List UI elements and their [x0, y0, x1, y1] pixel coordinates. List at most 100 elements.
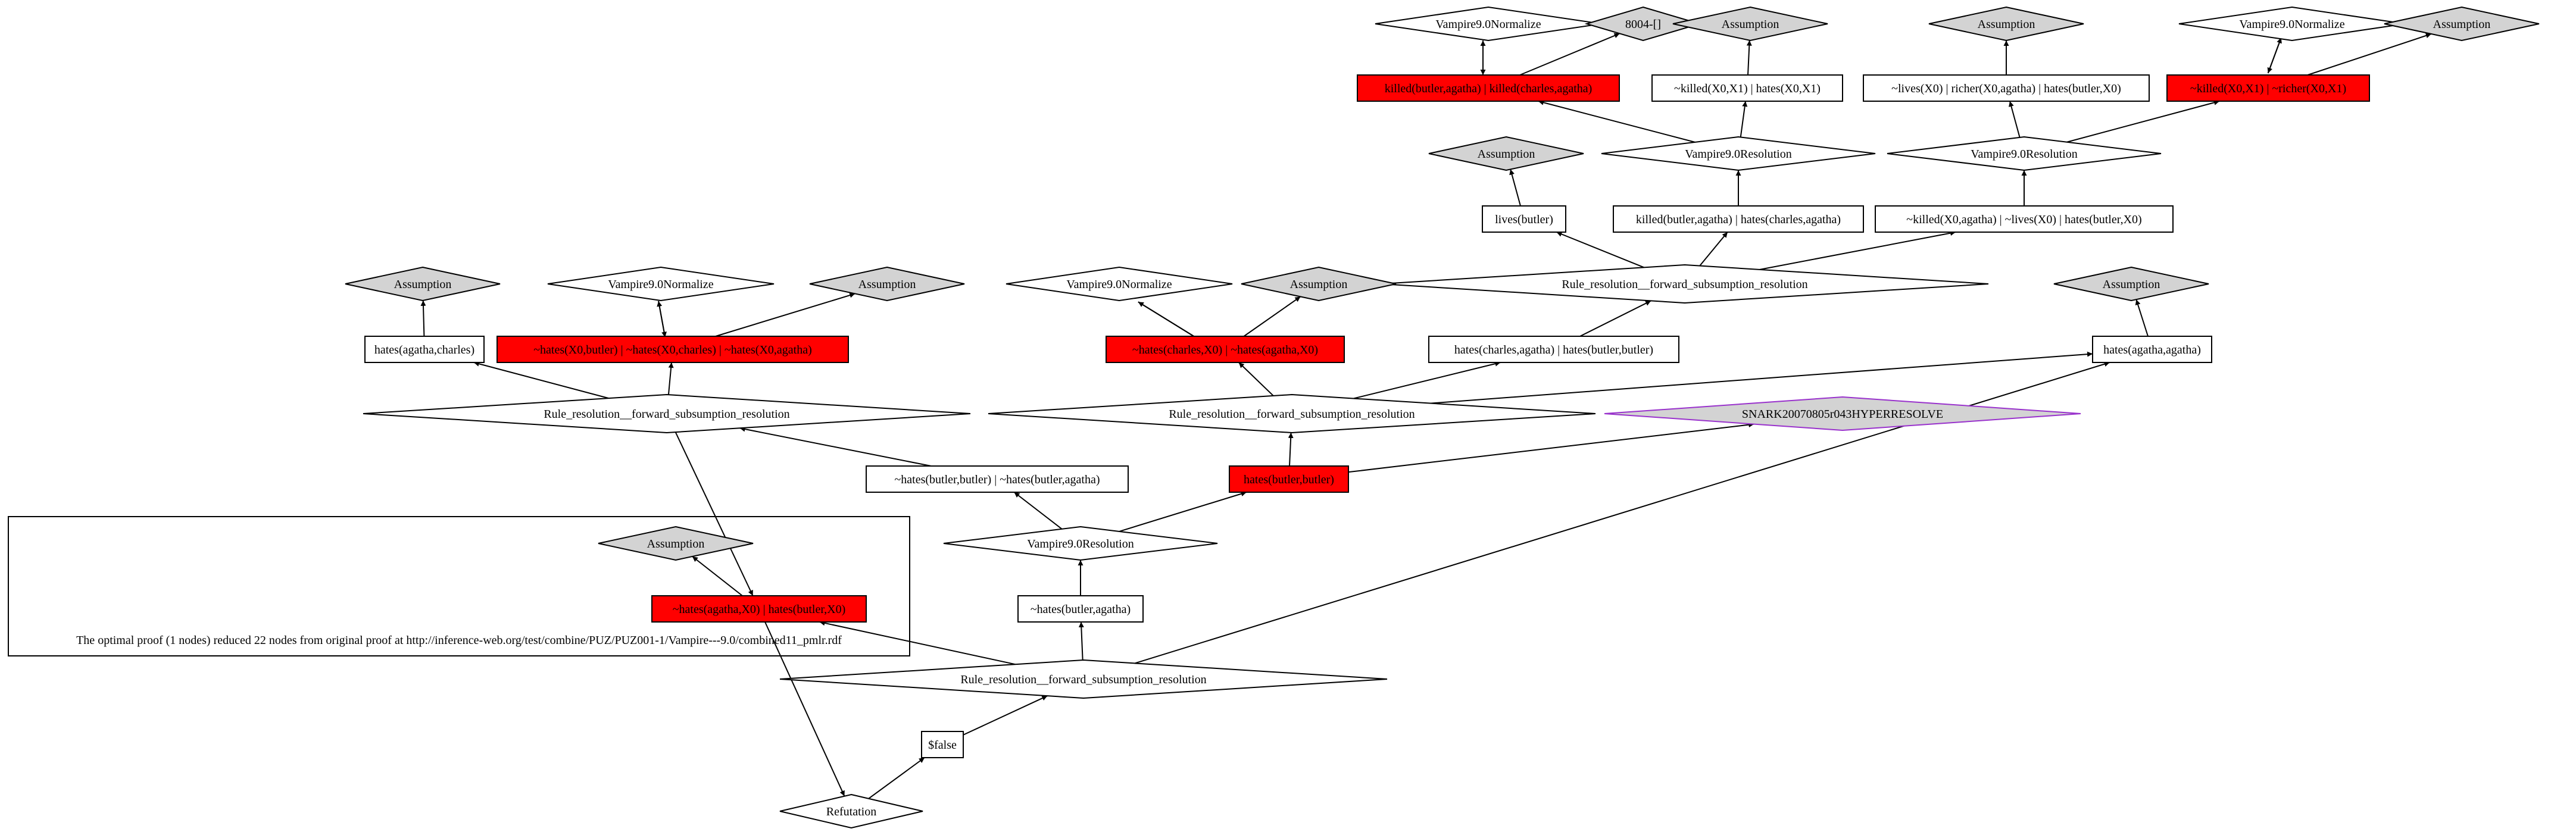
- node-label: 8004-[]: [1625, 18, 1661, 31]
- node-diamond: [1006, 266, 1233, 302]
- node-label: ~hates(agatha,X0) | hates(butler,X0): [673, 603, 846, 616]
- edge-line: [739, 426, 932, 467]
- edge-line: [1288, 432, 1294, 467]
- edge-line: [1759, 230, 1956, 270]
- node-diamond: [1381, 264, 1989, 304]
- node-norm-top1: Vampire9.0Normalize: [1375, 6, 1602, 42]
- edge-rule-top-to-killed-hates: [1699, 232, 1728, 267]
- edge-rule-l-to-hates-x0-butler: [667, 362, 674, 395]
- node-diamond: [779, 793, 923, 829]
- node-diamond: [1887, 136, 2162, 171]
- edge-line: [1746, 40, 1752, 76]
- node-notkilled-hates: ~killed(X0,X1) | hates(X0,X1): [1651, 74, 1843, 102]
- node-assump-l1: Assumption: [345, 266, 501, 302]
- node-rule-top: Rule_resolution__forward_subsumption_res…: [1381, 264, 1989, 304]
- node-label: hates(butler,butler): [1244, 473, 1334, 486]
- edge-line: [1138, 301, 1202, 342]
- node-res3: Vampire9.0Resolution: [943, 526, 1218, 561]
- node-box: [1357, 74, 1620, 102]
- node-label: Rule_resolution__forward_subsumption_res…: [1169, 408, 1415, 421]
- node-diamond: [2384, 6, 2540, 42]
- node-box: [921, 731, 964, 758]
- edge-line: [819, 620, 1016, 665]
- node-diamond: [988, 393, 1596, 434]
- node-box: [1428, 336, 1679, 363]
- edge-line: [1579, 300, 1651, 337]
- node-snark: SNARK20070805r043HYPERRESOLVE: [1604, 396, 2081, 431]
- node-diamond: [547, 266, 775, 302]
- node-box: [497, 336, 849, 363]
- edge-rule-l-to-not-agatha-x0: [675, 431, 754, 596]
- node-label: Assumption: [2433, 18, 2491, 31]
- edge-not-agatha-x0-to-refutation: [764, 621, 845, 797]
- node-diamond: [363, 393, 971, 434]
- edge-line: [2307, 33, 2432, 76]
- edge-line: [1538, 99, 1696, 143]
- node-label: Vampire9.0Resolution: [1027, 537, 1134, 551]
- node-label: ~hates(charles,X0) | ~hates(agatha,X0): [1132, 343, 1318, 357]
- edge-line: [2135, 299, 2149, 337]
- edge-line: [420, 300, 426, 337]
- node-label: Vampire9.0Resolution: [1685, 148, 1791, 161]
- edge-line: [1243, 296, 1301, 337]
- node-rule-l: Rule_resolution__forward_subsumption_res…: [363, 393, 971, 434]
- edge-hates-charles-x0-to-assump-m2: [1243, 296, 1301, 337]
- node-diamond: [345, 266, 501, 302]
- node-label: ~killed(X0,X1) | ~richer(X0,X1): [2190, 82, 2346, 95]
- node-label: Vampire9.0Normalize: [1435, 18, 1541, 31]
- edge-line: [658, 301, 667, 337]
- edge-false-to-rule-bottom: [963, 695, 1048, 736]
- node-label: Assumption: [1478, 148, 1535, 161]
- node-label: Vampire9.0Normalize: [1066, 278, 1172, 291]
- node-label: Rule_resolution__forward_subsumption_res…: [960, 673, 1206, 686]
- edge-line: [2066, 99, 2220, 143]
- node-label: hates(agatha,charles): [374, 343, 474, 357]
- edge-hates-agatha-charles-to-assump-l1: [420, 300, 426, 337]
- node-killed-killed: killed(butler,agatha) | killed(charles,a…: [1357, 74, 1620, 102]
- node-not-ba: ~hates(butler,agatha): [1017, 595, 1144, 623]
- node-box: [651, 595, 867, 623]
- edge-hates-x0-butler-to-assump-l2: [715, 292, 855, 337]
- node-label: Vampire9.0Resolution: [1971, 148, 2077, 161]
- node-box: [1482, 205, 1566, 233]
- edge-line: [1238, 362, 1274, 396]
- edge-line: [1509, 169, 1521, 207]
- node-label: Assumption: [647, 537, 705, 551]
- node-label: killed(butler,agatha) | killed(charles,a…: [1385, 82, 1593, 95]
- node-label: Rule_resolution__forward_subsumption_res…: [544, 408, 789, 421]
- node-diamond: [598, 526, 754, 561]
- edge-res2-to-lives-richer: [2009, 101, 2021, 138]
- node-norm-top2: Vampire9.0Normalize: [2178, 6, 2406, 42]
- node-hates-bb: hates(butler,butler): [1229, 465, 1349, 493]
- node-diamond: [779, 659, 1388, 699]
- node-hates-agatha-agatha: hates(agatha,agatha): [2092, 336, 2212, 363]
- edge-res1-to-notkilled-hates: [1740, 101, 1748, 137]
- node-assump-r: Assumption: [2053, 266, 2209, 302]
- node-box: [1229, 465, 1349, 493]
- edge-hates-charles-agatha-bb-to-rule-top: [1579, 300, 1651, 337]
- node-assump-t1: Assumption: [1672, 6, 1828, 42]
- edge-rule-bottom-to-not-ba: [1078, 621, 1084, 661]
- edge-refutation-to-false: [868, 757, 925, 799]
- edge-line: [1013, 492, 1063, 530]
- node-label: ~hates(X0,butler) | ~hates(X0,charles) |…: [533, 343, 812, 357]
- node-8004: 8004-[]: [1584, 6, 1702, 42]
- edge-not-agatha-x0-to-assump-c: [692, 556, 743, 596]
- node-hates-x0-butler: ~hates(X0,butler) | ~hates(X0,charles) |…: [497, 336, 849, 363]
- node-hates-agatha-charles: hates(agatha,charles): [364, 336, 485, 363]
- edge-line: [473, 361, 609, 399]
- node-box: [866, 465, 1129, 493]
- node-diamond: [943, 526, 1218, 561]
- node-diamond: [1428, 136, 1584, 171]
- node-box: [1106, 336, 1345, 363]
- node-assump-m2: Assumption: [1241, 266, 1397, 302]
- node-diamond: [1604, 396, 2081, 431]
- node-diamond: [1584, 6, 1702, 42]
- edge-norm-top2-to-notkilled-notricher: [2267, 37, 2282, 74]
- node-notkilled-notricher: ~killed(X0,X1) | ~richer(X0,X1): [2166, 74, 2370, 102]
- edge-line: [1348, 422, 1754, 473]
- node-lives-richer: ~lives(X0) | richer(X0,agatha) | hates(b…: [1863, 74, 2150, 102]
- edge-hates-agatha-agatha-to-assump-r: [2135, 299, 2149, 337]
